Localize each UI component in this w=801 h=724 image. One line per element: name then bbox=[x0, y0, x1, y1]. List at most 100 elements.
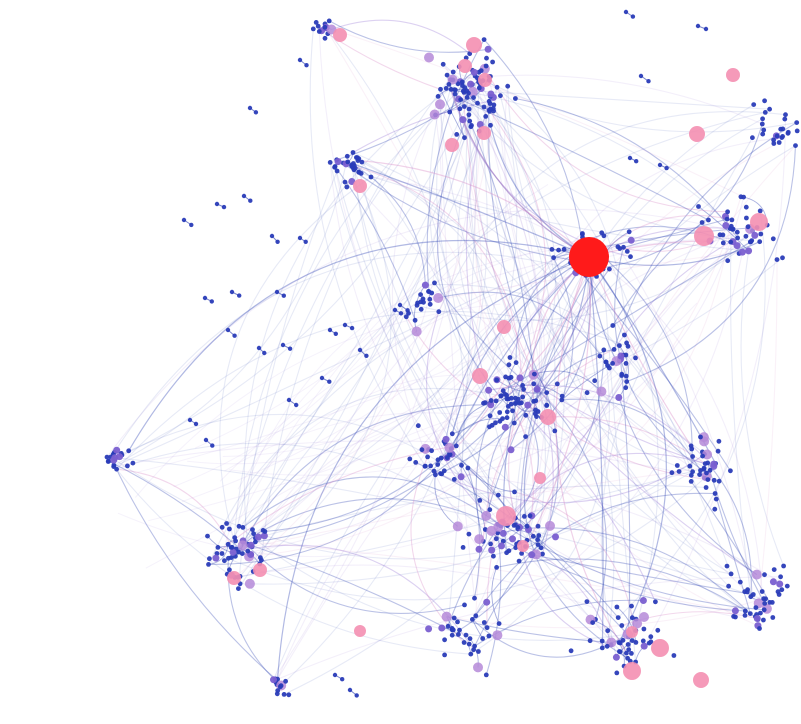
node-lavender bbox=[441, 611, 452, 622]
node-small bbox=[193, 421, 199, 427]
edge bbox=[135, 303, 501, 498]
node-small bbox=[438, 455, 444, 461]
node-medium bbox=[710, 460, 718, 468]
node-pink bbox=[651, 639, 669, 657]
node-small bbox=[556, 247, 561, 253]
node-small bbox=[726, 583, 731, 589]
node-small bbox=[450, 627, 456, 633]
edge bbox=[489, 377, 521, 404]
edge bbox=[504, 86, 691, 467]
node-small bbox=[459, 79, 465, 85]
node-small bbox=[256, 345, 262, 351]
node-small bbox=[748, 594, 754, 600]
node-small bbox=[535, 537, 540, 543]
node-small bbox=[584, 390, 590, 396]
edge bbox=[237, 170, 338, 589]
node-small bbox=[452, 91, 458, 97]
node-small bbox=[467, 636, 473, 641]
node-small bbox=[455, 81, 461, 87]
node-small bbox=[429, 448, 434, 454]
edge bbox=[108, 460, 250, 558]
edge bbox=[465, 114, 700, 476]
edge bbox=[486, 251, 743, 629]
edge bbox=[224, 412, 575, 472]
node-small bbox=[536, 533, 542, 538]
node-small bbox=[760, 131, 766, 137]
node-small bbox=[623, 385, 629, 391]
node-small bbox=[584, 599, 590, 604]
edge bbox=[234, 87, 498, 578]
node-small bbox=[332, 164, 338, 169]
node-small bbox=[734, 229, 740, 235]
node-medium bbox=[738, 248, 746, 256]
node-small bbox=[303, 239, 308, 244]
edge bbox=[249, 258, 599, 558]
node-pink bbox=[623, 662, 641, 680]
node-pink bbox=[534, 472, 546, 484]
edge bbox=[116, 310, 629, 470]
node-small bbox=[224, 521, 230, 526]
node-small bbox=[611, 347, 617, 352]
edge bbox=[228, 302, 698, 476]
node-lavender bbox=[411, 326, 422, 337]
node-small bbox=[520, 394, 526, 400]
edge bbox=[238, 183, 549, 521]
edge bbox=[106, 208, 738, 458]
edge bbox=[553, 257, 574, 401]
node-small bbox=[513, 545, 519, 551]
node-small bbox=[262, 529, 268, 534]
edge bbox=[707, 462, 752, 597]
node-small bbox=[450, 69, 456, 75]
node-small bbox=[187, 417, 193, 423]
node-small bbox=[493, 420, 498, 426]
node-small bbox=[617, 343, 622, 348]
node-small bbox=[287, 346, 293, 351]
node-small bbox=[487, 101, 493, 106]
node-small bbox=[275, 239, 280, 244]
node-pink bbox=[497, 320, 511, 334]
node-medium bbox=[499, 529, 507, 537]
node-small bbox=[498, 393, 504, 399]
node-small bbox=[477, 498, 483, 503]
node-small bbox=[304, 62, 309, 68]
node-pink bbox=[227, 571, 241, 585]
node-small bbox=[465, 465, 471, 471]
node-small bbox=[457, 627, 462, 633]
node-small bbox=[700, 453, 705, 459]
edge bbox=[561, 398, 705, 479]
node-small bbox=[258, 555, 263, 561]
edge bbox=[433, 470, 788, 587]
node-small bbox=[466, 106, 472, 112]
edge bbox=[489, 270, 595, 404]
node-small bbox=[403, 314, 409, 320]
node-medium bbox=[776, 580, 784, 588]
node-small bbox=[655, 627, 661, 633]
node-pink bbox=[496, 506, 516, 526]
node-small bbox=[226, 555, 231, 561]
node-small bbox=[467, 51, 473, 57]
node-small bbox=[504, 396, 510, 402]
edge bbox=[357, 160, 590, 258]
node-small bbox=[747, 239, 753, 245]
edge bbox=[485, 532, 502, 676]
node-small bbox=[782, 116, 788, 122]
node-small bbox=[561, 246, 567, 252]
node-small bbox=[451, 477, 457, 482]
node-small bbox=[454, 132, 460, 137]
node-small bbox=[484, 625, 490, 631]
node-small bbox=[491, 108, 496, 114]
node-small bbox=[761, 127, 767, 133]
edge bbox=[361, 172, 749, 252]
node-small bbox=[126, 448, 132, 454]
node-medium bbox=[425, 625, 433, 633]
node-small bbox=[356, 169, 362, 175]
edge bbox=[446, 74, 590, 258]
edge bbox=[427, 80, 507, 458]
node-small bbox=[357, 347, 363, 353]
edge bbox=[446, 256, 590, 458]
edge bbox=[488, 101, 548, 393]
node-small bbox=[214, 201, 220, 207]
node-small bbox=[757, 239, 763, 245]
node-pink bbox=[466, 37, 482, 53]
